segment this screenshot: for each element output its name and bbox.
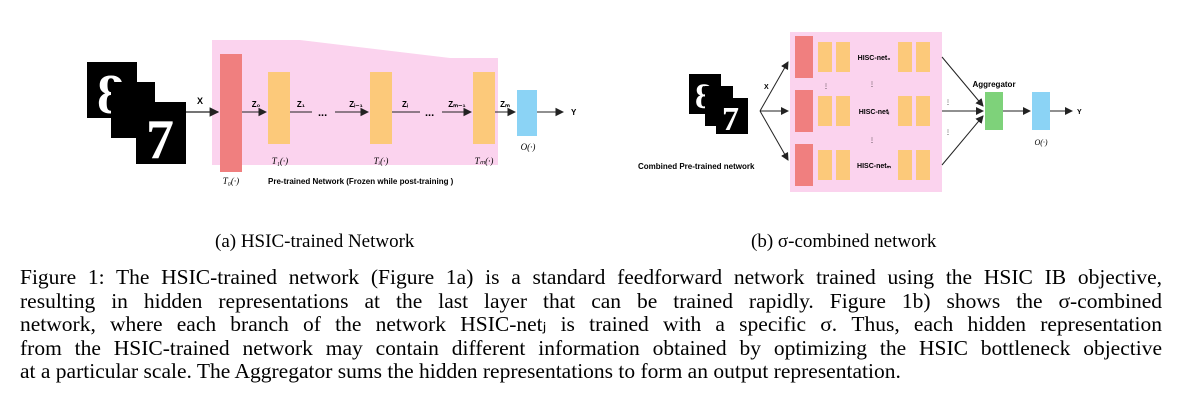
- aggregator-block: [985, 92, 1003, 130]
- z-label: Zᵢ₋₁: [349, 100, 363, 109]
- t-label: T₁(·): [272, 156, 288, 166]
- figure-caption: Figure 1: The HSIC-trained network (Figu…: [20, 265, 1162, 384]
- z-label: Zₘ: [500, 100, 510, 109]
- z-label: Zᵢ: [402, 100, 408, 109]
- aggregator-arrow: [941, 56, 984, 107]
- svg-text:7: 7: [146, 109, 174, 171]
- branch-orange-block: [916, 96, 930, 126]
- vertical-dots: ⋮: [945, 100, 951, 106]
- caption-line: network, where each branch of the networ…: [20, 312, 1162, 337]
- o-label: O(·): [1034, 138, 1047, 147]
- panel-a: 8 7 X ... ... Y Z₀ Z₁ Zᵢ₋₁ Zᵢ Zₘ₋₁ Zₘ: [87, 40, 577, 186]
- dots: ...: [425, 107, 434, 119]
- subcaption-b: (b) σ-combined network: [751, 231, 937, 252]
- branch-orange-block: [916, 42, 930, 72]
- pretrained-network-label: Pre-trained Network (Frozen while post-t…: [268, 177, 454, 186]
- aggregator-arrow: [941, 115, 984, 166]
- tm-block: [473, 72, 495, 144]
- branch-orange-block: [836, 96, 850, 126]
- mnist-digit-images: 8 7: [87, 62, 186, 171]
- z-label: Z₀: [252, 100, 261, 109]
- subcaption-a: (a) HSIC-trained Network: [215, 231, 415, 252]
- output-label-y: Y: [1077, 109, 1082, 116]
- vertical-dots: ⋮: [823, 84, 829, 90]
- vertical-dots: ⋮: [945, 130, 951, 136]
- svg-text:7: 7: [722, 101, 739, 138]
- caption-line: resulting in hidden representations at t…: [20, 288, 1162, 313]
- caption-line: Figure 1: The HSIC-trained network (Figu…: [20, 265, 1162, 289]
- caption-line: at a particular scale. The Aggregator su…: [20, 359, 901, 384]
- branch-orange-block: [898, 96, 912, 126]
- caption-line: from the HSIC-trained network may contai…: [20, 335, 1162, 360]
- input-arrow: [759, 110, 789, 161]
- branch-orange-block: [818, 96, 832, 126]
- t0-label: T₀(·): [223, 176, 239, 186]
- o-block: [517, 90, 537, 136]
- branch-orange-block: [836, 42, 850, 72]
- t1-block: [268, 72, 290, 144]
- t-label: Tᵢ(·): [374, 156, 389, 166]
- hsic-net-label: HISC-netₘ: [857, 163, 892, 170]
- hsic-net-label: HISC-net₀: [858, 55, 891, 62]
- input-label-x: X: [197, 96, 203, 106]
- o-label: O(·): [521, 142, 536, 152]
- t0-block: [220, 54, 242, 172]
- branch-orange-block: [818, 150, 832, 180]
- branch-orange-block: [836, 150, 850, 180]
- branch-orange-block: [818, 42, 832, 72]
- panel-b: 8 7 X HISC-net₀ ⋮ ⋮ HISC-netᵢ H: [638, 32, 1082, 192]
- z-label: Zₘ₋₁: [448, 100, 466, 109]
- output-label-y: Y: [571, 108, 577, 117]
- aggregator-label: Aggregator: [972, 80, 1015, 89]
- ti-block: [370, 72, 392, 144]
- branch-orange-block: [898, 42, 912, 72]
- z-label: Z₁: [297, 100, 306, 109]
- hsic-net-label: HISC-netᵢ: [859, 109, 890, 116]
- branch-orange-block: [916, 150, 930, 180]
- dots: ...: [318, 107, 327, 119]
- branch-red-block: [795, 36, 813, 78]
- branch-red-block: [795, 90, 813, 132]
- vertical-dots: ⋮: [869, 138, 875, 144]
- figure: 8 7 X ... ... Y Z₀ Z₁ Zᵢ₋₁ Zᵢ Zₘ₋₁ Zₘ: [87, 32, 1082, 192]
- branch-orange-block: [898, 150, 912, 180]
- vertical-dots: ⋮: [869, 82, 875, 88]
- t-label: Tₘ(·): [475, 156, 494, 166]
- mnist-digit-images: 8 7: [689, 74, 748, 138]
- input-label-x: X: [764, 84, 769, 91]
- combined-network-label: Combined Pre-trained network: [638, 162, 755, 171]
- input-arrow: [759, 61, 789, 112]
- o-block: [1032, 92, 1050, 130]
- branch-red-block: [795, 144, 813, 186]
